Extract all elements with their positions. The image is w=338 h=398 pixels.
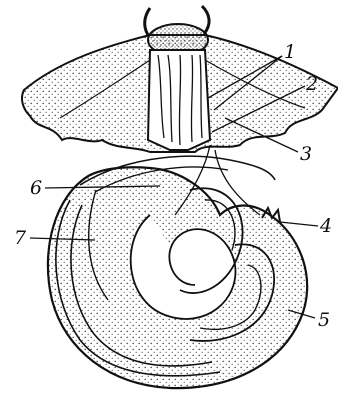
label-6: 6 [30,177,42,199]
label-5: 5 [318,309,330,331]
label-4: 4 [319,215,332,237]
head [145,6,209,56]
label-3: 3 [300,143,312,165]
leader-4 [280,222,318,226]
label-1: 1 [284,41,296,63]
label-7: 7 [14,227,27,249]
central-body [148,50,210,150]
label-2: 2 [305,73,318,95]
